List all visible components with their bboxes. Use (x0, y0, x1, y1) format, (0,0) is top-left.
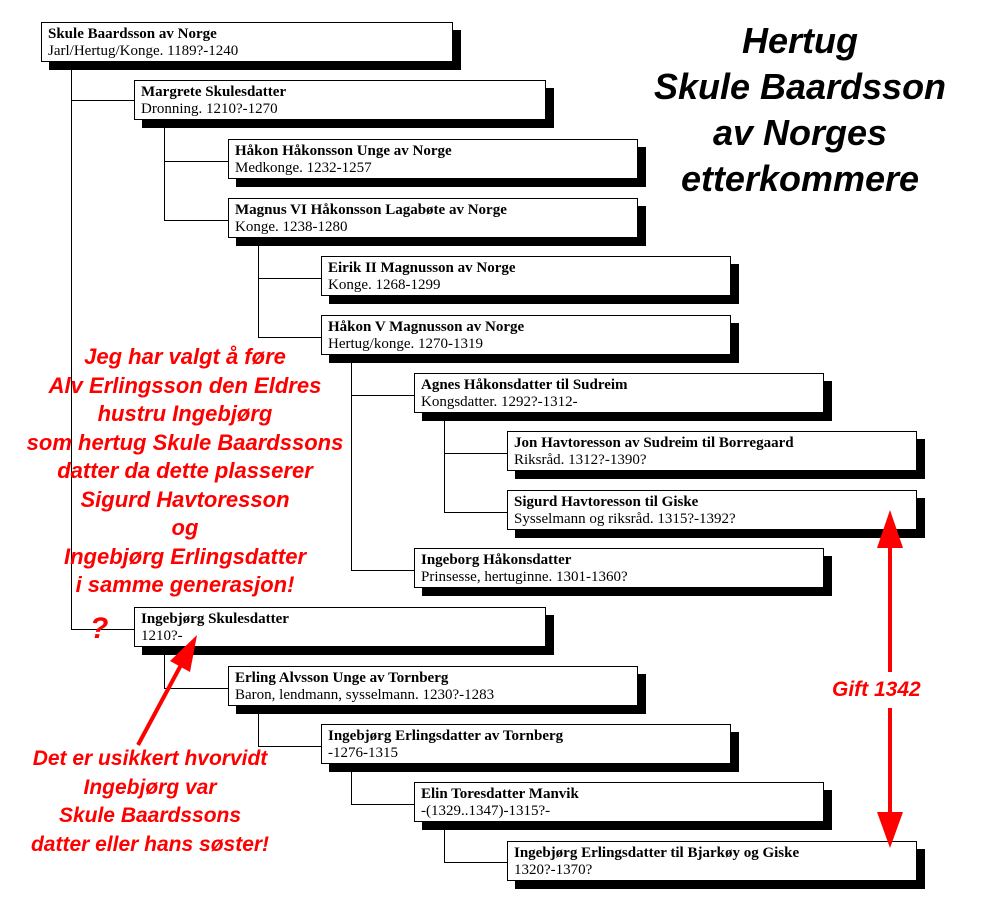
connector-line (258, 241, 259, 337)
person-detail: Sysselmann og riksråd. 1315?-1392? (514, 511, 736, 527)
person-name: Agnes Håkonsdatter til Sudreim (421, 377, 628, 393)
connector-line (164, 650, 165, 688)
title-line: etterkommere (680, 158, 920, 199)
person-box: Erling Alvsson Unge av Tornberg Baron, l… (228, 666, 638, 706)
connector-line (351, 804, 414, 805)
person-name: Magnus VI Håkonsson Lagabøte av Norge (235, 202, 507, 218)
connector-line (164, 688, 228, 689)
connector-line (444, 862, 507, 863)
connector-line (258, 337, 321, 338)
connector-line (71, 100, 134, 101)
annotation-line: Alv Erlingsson den Eldres (48, 372, 322, 398)
person-detail: Prinsesse, hertuginne. 1301-1360? (421, 569, 628, 585)
person-box: Jon Havtoresson av Sudreim til Borregaar… (507, 431, 917, 471)
person-name: Ingebjørg Erlingsdatter av Tornberg (328, 728, 564, 744)
person-box: Ingeborg Håkonsdatter Prinsesse, hertugi… (414, 548, 824, 588)
person-detail: Jarl/Hertug/Konge. 1189?-1240 (48, 43, 239, 59)
annotation-note: Jeg har valgt å føre Alv Erlingsson den … (0, 343, 370, 600)
arrow-head (877, 510, 903, 548)
connector-line (351, 357, 352, 570)
connector-line (351, 395, 414, 396)
person-detail: Hertug/konge. 1270-1319 (328, 336, 483, 352)
connector-line (444, 453, 507, 454)
person-name: Eirik II Magnusson av Norge (328, 260, 516, 276)
annotation-line: i samme generasjon! (75, 572, 295, 597)
person-name: Ingebjørg Skulesdatter (141, 611, 289, 627)
annotation-line: Ingebjørg var (83, 775, 217, 799)
person-box: Ingebjørg Erlingsdatter av Tornberg -127… (321, 724, 731, 764)
person-name: Erling Alvsson Unge av Tornberg (235, 670, 449, 686)
annotation-line: og (171, 515, 199, 540)
title-line: Hertug (742, 20, 858, 61)
person-box: Elin Toresdatter Manvik -(1329..1347)-13… (414, 782, 824, 822)
person-name: Jon Havtoresson av Sudreim til Borregaar… (514, 435, 794, 451)
connector-line (71, 629, 134, 630)
annotation-line: Sigurd Havtoresson (80, 486, 290, 512)
connector-line (351, 766, 352, 804)
annotation-line: Ingebjørg Erlingsdatter (63, 543, 307, 569)
annotation-line: Skule Baardssons (58, 804, 242, 827)
person-detail: Dronning. 1210?-1270 (141, 101, 278, 117)
annotation-line: datter eller hans søster! (30, 832, 270, 856)
person-detail: Kongsdatter. 1292?-1312- (421, 394, 578, 410)
title-line: av Norges (712, 112, 888, 153)
person-box: Eirik II Magnusson av Norge Konge. 1268-… (321, 256, 731, 296)
person-detail: Konge. 1238-1280 (235, 219, 348, 235)
connector-line (71, 66, 72, 629)
connector-line (258, 746, 321, 747)
person-detail: -(1329..1347)-1315?- (421, 803, 551, 819)
person-name: Elin Toresdatter Manvik (421, 786, 579, 802)
annotation-line: hustru Ingebjørg (97, 401, 273, 426)
connector-line (258, 708, 259, 746)
person-box: Magnus VI Håkonsson Lagabøte av Norge Ko… (228, 198, 638, 238)
person-box: Ingebjørg Erlingsdatter til Bjarkøy og G… (507, 841, 917, 881)
connector-line (444, 512, 507, 513)
annotation-line: Det er usikkert hvorvidt (32, 747, 268, 770)
person-box: Håkon Håkonsson Unge av Norge Medkonge. … (228, 139, 638, 179)
arrow-shaft (136, 664, 183, 746)
person-box: Håkon V Magnusson av Norge Hertug/konge.… (321, 315, 731, 355)
person-box: Skule Baardsson av Norge Jarl/Hertug/Kon… (41, 22, 453, 62)
connector-line (258, 278, 321, 279)
person-name: Håkon V Magnusson av Norge (328, 319, 525, 335)
connector-line (164, 220, 228, 221)
person-detail: 1320?-1370? (514, 862, 593, 878)
person-detail: Konge. 1268-1299 (328, 277, 441, 293)
question-mark: ? (90, 612, 109, 645)
person-name: Ingeborg Håkonsdatter (421, 552, 572, 568)
annotation-line: datter da dette plasserer (57, 458, 313, 483)
person-name: Sigurd Havtoresson til Giske (514, 494, 699, 510)
person-detail: Medkonge. 1232-1257 (235, 160, 372, 176)
person-name: Margrete Skulesdatter (141, 84, 287, 100)
person-box: Margrete Skulesdatter Dronning. 1210?-12… (134, 80, 546, 120)
person-detail: Riksråd. 1312?-1390? (514, 452, 647, 468)
chart-title: Hertug Skule Baardsson av Norges etterko… (625, 18, 975, 202)
connector-line (444, 415, 445, 512)
arrow-head (170, 635, 197, 672)
annotation-note: Det er usikkert hvorvidt Ingebjørg var S… (5, 745, 295, 859)
connector-line (444, 825, 445, 862)
person-box: Ingebjørg Skulesdatter 1210?- (134, 607, 546, 647)
person-detail: 1210?- (141, 628, 183, 644)
person-box: Agnes Håkonsdatter til Sudreim Kongsdatt… (414, 373, 824, 413)
person-box: Sigurd Havtoresson til Giske Sysselmann … (507, 490, 917, 530)
title-line: Skule Baardsson (653, 66, 947, 107)
arrow-head (877, 812, 903, 848)
person-name: Skule Baardsson av Norge (48, 26, 217, 42)
connector-line (164, 124, 165, 220)
person-name: Håkon Håkonsson Unge av Norge (235, 143, 452, 159)
person-detail: -1276-1315 (328, 745, 398, 761)
annotation-line: som hertug Skule Baardssons (26, 429, 344, 455)
connector-line (351, 570, 414, 571)
married-label: Gift 1342 (832, 678, 921, 701)
connector-line (164, 161, 228, 162)
person-name: Ingebjørg Erlingsdatter til Bjarkøy og G… (514, 845, 800, 861)
annotation-line: Jeg har valgt å føre (84, 344, 286, 369)
person-detail: Baron, lendmann, sysselmann. 1230?-1283 (235, 687, 495, 703)
